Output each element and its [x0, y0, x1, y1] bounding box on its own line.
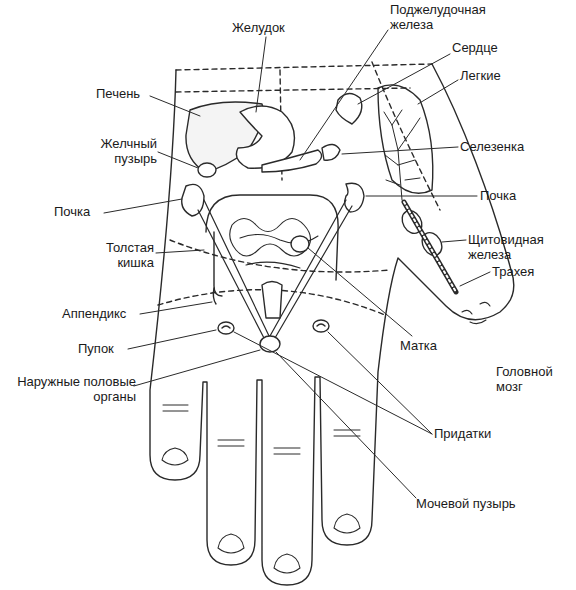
organ-label: Легкие	[460, 68, 530, 83]
nail	[274, 554, 300, 573]
organ-label: Печень	[96, 86, 156, 101]
small-intestine	[230, 219, 318, 269]
spleen	[322, 144, 340, 160]
navel	[291, 236, 309, 252]
organ-label: Почка	[480, 188, 540, 203]
nail	[162, 448, 188, 465]
brain-face	[462, 302, 490, 323]
uterus-inner	[222, 326, 230, 328]
organ-label: Мочевой пузырь	[416, 496, 536, 511]
finger-crease	[163, 405, 360, 454]
pancreas	[262, 150, 322, 172]
trachea-inner	[404, 202, 456, 292]
organ-label: Придатки	[434, 426, 514, 441]
organ-label: Селезенка	[460, 139, 550, 154]
organ-label: Головной мозг	[496, 364, 572, 394]
organ-label: Желчный пузырь	[72, 136, 157, 166]
organ-label: Поджелудочная железа	[390, 2, 515, 32]
kidney	[182, 184, 204, 216]
adnexa-inner	[317, 324, 325, 326]
nail	[334, 514, 360, 533]
kidney	[345, 183, 364, 212]
nail	[218, 534, 244, 553]
gall-bladder	[198, 163, 216, 177]
adnexa	[313, 320, 329, 332]
zone-line	[170, 240, 390, 272]
ureter	[198, 200, 352, 340]
uterus	[218, 322, 234, 334]
organ-label: Пупок	[78, 341, 138, 356]
trachea	[404, 202, 456, 292]
wrist-line	[176, 64, 432, 70]
leader-lines	[104, 30, 490, 498]
organ-label: Аппендикс	[62, 306, 142, 321]
organ-label: Щитовидная железа	[468, 232, 563, 262]
organ-label: Трахея	[492, 264, 552, 279]
organ-label: Сердце	[452, 40, 522, 55]
heart	[336, 93, 362, 124]
organ-label: Толстая кишка	[66, 240, 154, 270]
bladder	[260, 336, 280, 352]
zone-line	[176, 88, 410, 92]
appendix	[213, 288, 216, 304]
organ-label: Почка	[54, 204, 104, 219]
bronchi	[384, 110, 420, 200]
zone-line	[372, 62, 440, 210]
organ-label: Желудок	[232, 20, 312, 35]
organ-label: Наружные половые органы	[4, 374, 136, 404]
organ-label: Матка	[400, 338, 460, 353]
rectum	[262, 282, 282, 319]
